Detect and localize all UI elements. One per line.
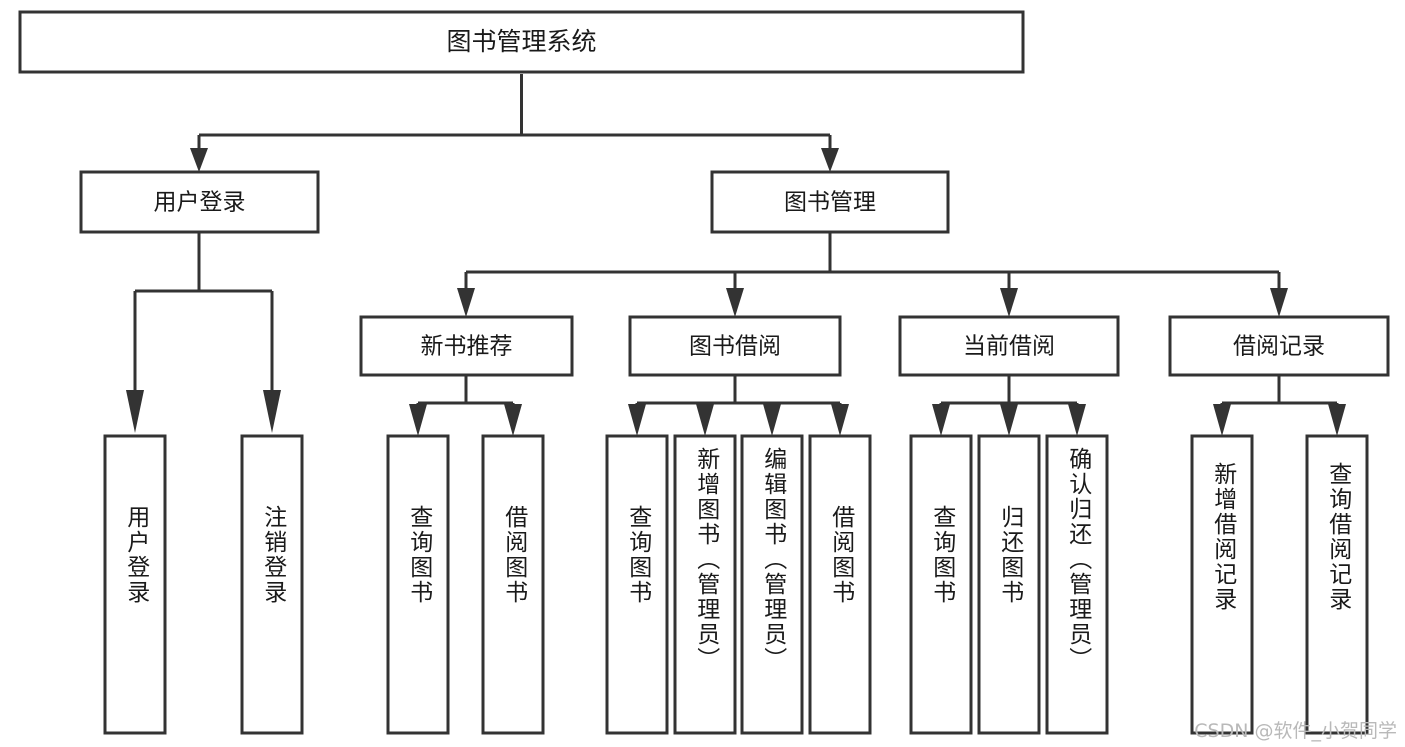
- arrowhead-leaf-br-1: [1213, 404, 1231, 436]
- connector-layer: [126, 74, 1346, 436]
- arrowhead-book-manage: [821, 148, 839, 172]
- arrowhead-leaf-bb-4: [831, 404, 849, 436]
- arrowhead-book-borrow: [726, 288, 744, 317]
- leaf-rect-bb-borrow-book[interactable]: [808, 434, 872, 735]
- leaf-rect-cb-return-book[interactable]: [977, 434, 1041, 735]
- leaf-rect-br-query-record[interactable]: [1305, 434, 1369, 735]
- leaf-rect-cb-query-book[interactable]: [909, 434, 973, 735]
- node-new-book-recommend[interactable]: 新书推荐: [359, 315, 574, 377]
- arrowhead-leaf-bb-2: [696, 404, 714, 436]
- leaf-rect-nb-query-book[interactable]: [386, 434, 450, 735]
- arrowhead-leaf-user-1: [126, 390, 144, 433]
- arrowhead-new-book: [457, 288, 475, 317]
- node-new-book-recommend-rect[interactable]: [359, 315, 574, 377]
- leaf-rect-user-login[interactable]: [103, 434, 167, 735]
- node-user-login[interactable]: 用户登录: [79, 170, 320, 234]
- node-root[interactable]: 图书管理系统: [18, 10, 1025, 74]
- leaf-rect-user-logout[interactable]: [240, 434, 304, 735]
- arrowhead-leaf-cb-3: [1068, 404, 1086, 436]
- arrowhead-leaf-nb-2: [504, 404, 522, 436]
- node-book-borrow[interactable]: 图书借阅: [628, 315, 842, 377]
- node-borrow-record-label: 借阅记录: [1233, 334, 1325, 360]
- leaf-rect-bb-edit-book[interactable]: [740, 434, 804, 735]
- arrowhead-borrow-record: [1270, 288, 1288, 317]
- node-book-manage-rect[interactable]: [710, 170, 950, 234]
- node-current-borrow-rect[interactable]: [898, 315, 1120, 377]
- arrowhead-leaf-user-2: [263, 390, 281, 433]
- watermark-text: CSDN @软件_小贺同学: [1194, 720, 1397, 742]
- arrowhead-leaf-bb-3: [763, 404, 781, 436]
- node-book-manage[interactable]: 图书管理: [710, 170, 950, 234]
- leaf-rect-bb-query-book[interactable]: [605, 434, 669, 735]
- node-current-borrow-label: 当前借阅: [963, 334, 1055, 360]
- node-user-login-rect[interactable]: [79, 170, 320, 234]
- node-book-borrow-label: 图书借阅: [689, 334, 781, 360]
- leaf-rect-br-add-record[interactable]: [1190, 434, 1254, 735]
- node-borrow-record-rect[interactable]: [1168, 315, 1390, 377]
- leaf-rect-cb-confirm-return[interactable]: [1045, 434, 1109, 735]
- node-user-login-label: 用户登录: [154, 190, 246, 216]
- node-book-borrow-rect[interactable]: [628, 315, 842, 377]
- leaf-rect-nb-borrow-book[interactable]: [481, 434, 545, 735]
- arrowhead-user-login: [190, 148, 208, 172]
- node-new-book-recommend-label: 新书推荐: [421, 334, 513, 360]
- node-root-label: 图书管理系统: [446, 27, 596, 56]
- node-root-rect[interactable]: [18, 10, 1025, 74]
- arrowhead-leaf-bb-1: [628, 404, 646, 436]
- arrowhead-leaf-cb-1: [932, 404, 950, 436]
- arrowhead-leaf-nb-1: [409, 404, 427, 436]
- node-current-borrow[interactable]: 当前借阅: [898, 315, 1120, 377]
- node-book-manage-label: 图书管理: [784, 190, 876, 216]
- arrowhead-leaf-br-2: [1328, 404, 1346, 436]
- leaf-rect-bb-add-book[interactable]: [673, 434, 737, 735]
- arrowhead-current-borrow: [1000, 288, 1018, 317]
- arrowhead-leaf-cb-2: [1000, 404, 1018, 436]
- node-borrow-record[interactable]: 借阅记录: [1168, 315, 1390, 377]
